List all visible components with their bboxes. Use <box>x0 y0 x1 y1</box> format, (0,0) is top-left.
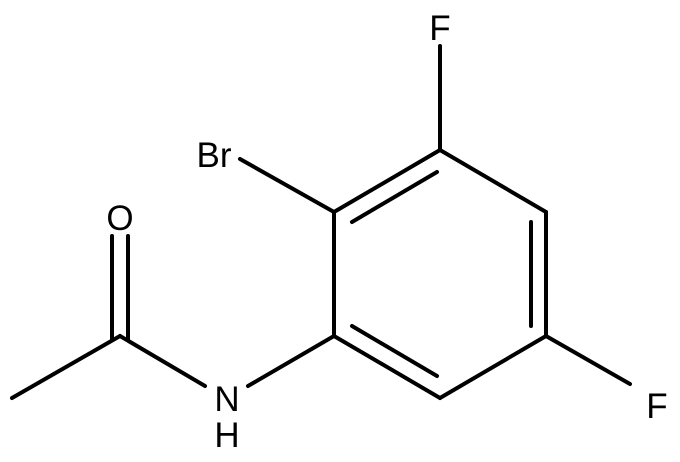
nitrogen-label: N <box>214 380 239 419</box>
bond-c6-n <box>246 334 336 388</box>
bond-c5-c6-inner <box>350 324 439 378</box>
bond-c4-c5 <box>438 334 548 400</box>
bond-carbonyl-methyl <box>10 334 122 400</box>
fluorine-top-label: F <box>429 9 450 48</box>
bond-c4-f <box>544 334 632 386</box>
bromine-label: Br <box>197 136 232 175</box>
hydrogen-label: H <box>214 416 239 455</box>
bond-c1-c2-inner <box>350 170 439 224</box>
bond-c1-br <box>238 157 336 214</box>
bond-c2-c3 <box>438 148 548 214</box>
bond-c1-c2 <box>332 148 442 214</box>
oxygen-label: O <box>106 199 133 238</box>
bond-c5-c6 <box>332 334 442 400</box>
fluorine-right-label: F <box>646 387 667 426</box>
bond-n-carbonyl <box>118 334 207 388</box>
